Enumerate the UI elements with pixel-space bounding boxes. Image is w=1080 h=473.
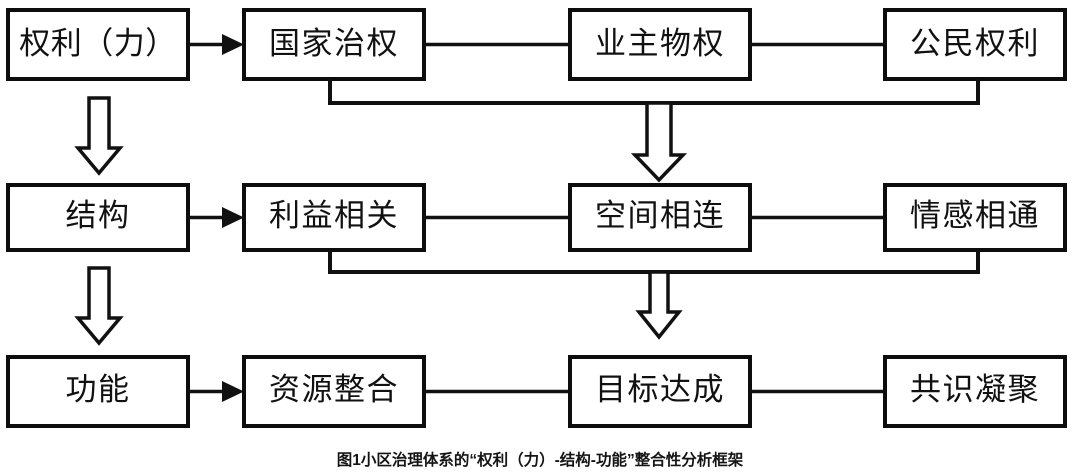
node-label: 公民权利 (910, 26, 1040, 61)
node-function-dimension[interactable]: 功能 (6, 355, 190, 428)
node-interest-related[interactable]: 利益相关 (242, 183, 426, 252)
arrow-head-icon (222, 381, 244, 402)
node-owner-property[interactable]: 业主物权 (568, 8, 752, 81)
node-resource-integration[interactable]: 资源整合 (242, 355, 426, 428)
node-label: 空间相连 (595, 198, 725, 233)
node-label: 业主物权 (595, 26, 725, 61)
node-box (883, 8, 1067, 81)
node-box (6, 8, 190, 81)
hollow-arrow-dimension-power-to-structure-icon (74, 96, 124, 176)
node-box (242, 183, 426, 252)
row-function: 功能 资源整合 目标达成 共识凝聚 (6, 355, 1067, 428)
node-box (568, 8, 752, 81)
node-box (242, 8, 426, 81)
node-label: 情感相通 (910, 198, 1040, 233)
arrow-power-to-state (188, 34, 244, 55)
node-goal-achievement[interactable]: 目标达成 (568, 355, 752, 428)
node-box (568, 355, 752, 428)
node-label: 利益相关 (269, 198, 399, 233)
row-structure: 结构 利益相关 空间相连 情感相通 (6, 183, 1067, 252)
node-label: 功能 (66, 372, 131, 407)
figure-caption: 图1小区治理体系的“权利（力）-结构-功能”整合性分析框架 (336, 452, 744, 469)
node-state-governance[interactable]: 国家治权 (242, 8, 426, 81)
node-structure-dimension[interactable]: 结构 (6, 183, 190, 252)
node-consensus-cohesion[interactable]: 共识凝聚 (883, 355, 1067, 428)
node-label: 国家治权 (269, 26, 399, 61)
arrow-function-to-resource (188, 381, 244, 402)
hollow-arrow-dimension-structure-to-function-icon (74, 266, 124, 346)
row-power: 权利（力） 国家治权 业主物权 (6, 8, 1067, 81)
node-label: 资源整合 (269, 372, 399, 407)
arrow-structure-to-interest (188, 207, 244, 228)
bracket-row-structure (328, 250, 980, 274)
node-box (883, 355, 1067, 428)
node-box (6, 183, 190, 252)
node-label: 结构 (66, 198, 131, 233)
node-label: 共识凝聚 (910, 372, 1040, 407)
arrow-head-icon (222, 34, 244, 55)
hollow-arrow-structure-to-function-icon (635, 270, 683, 340)
node-citizen-rights[interactable]: 公民权利 (883, 8, 1067, 81)
node-power-dimension[interactable]: 权利（力） (6, 8, 190, 81)
node-space-connected[interactable]: 空间相连 (568, 183, 752, 252)
node-box (568, 183, 752, 252)
node-box (6, 355, 190, 428)
node-label: 目标达成 (595, 372, 725, 407)
node-label: 权利（力） (19, 26, 177, 61)
node-box (883, 183, 1067, 252)
hollow-arrow-power-to-structure-icon (630, 101, 688, 183)
node-emotion-connected[interactable]: 情感相通 (883, 183, 1067, 252)
bracket-row-power (328, 79, 980, 105)
arrow-head-icon (222, 207, 244, 228)
